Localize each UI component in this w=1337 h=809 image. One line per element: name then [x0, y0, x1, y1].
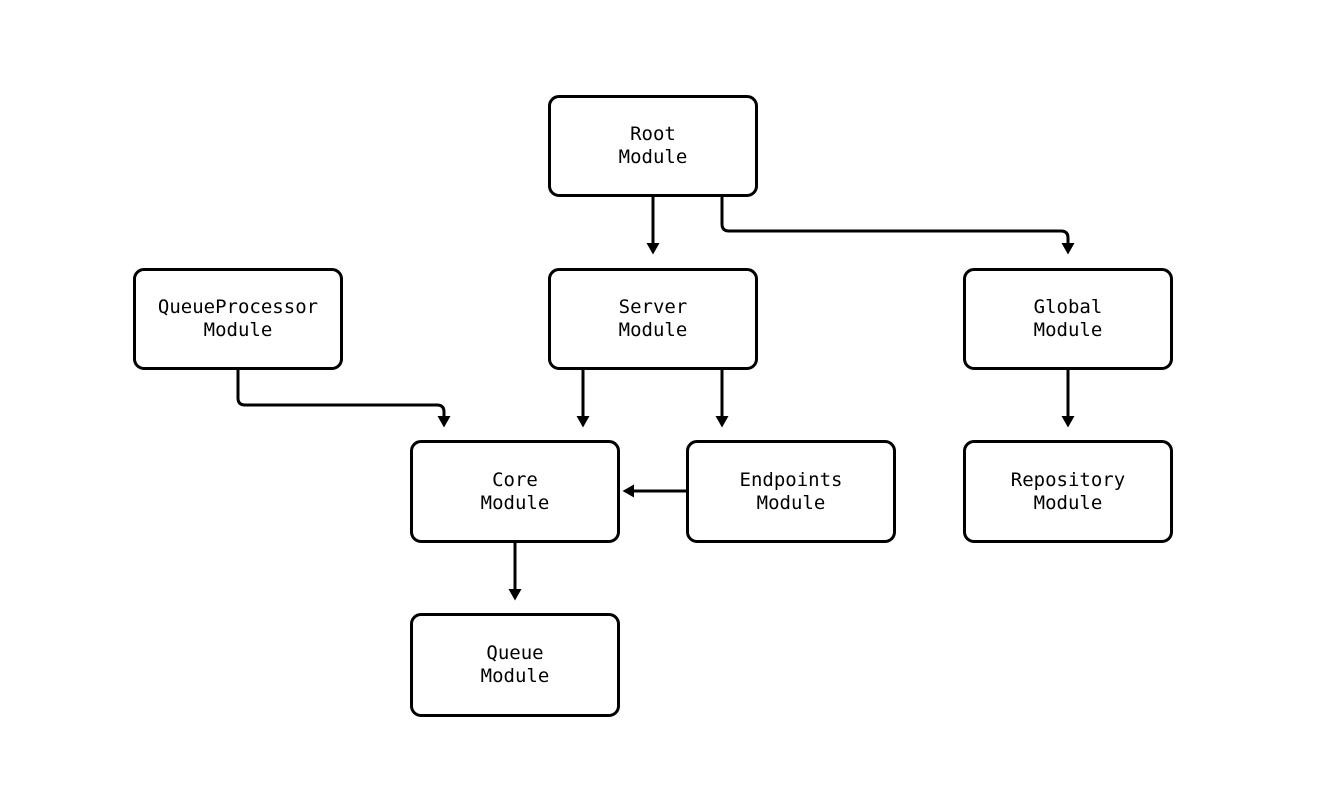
node-queueprocessor-module[interactable]: QueueProcessor Module	[133, 268, 343, 370]
edge-core-to-queue	[508, 543, 522, 601]
edge-queueprocessor-to-core	[236, 370, 451, 428]
node-server-module-label: Server Module	[618, 296, 688, 341]
edge-endpoints-to-core	[622, 484, 686, 498]
edge-root-to-global	[720, 197, 1075, 255]
edge-server-to-endpoints	[715, 370, 729, 428]
node-endpoints-module-label: Endpoints Module	[739, 468, 843, 514]
node-global-module[interactable]: Global Module	[963, 268, 1173, 370]
node-queue-module[interactable]: Queue Module	[410, 613, 620, 717]
node-endpoints-module[interactable]: Endpoints Module	[686, 440, 896, 543]
node-core-module-label: Core Module	[480, 468, 550, 514]
node-repository-module-label: Repository Module	[1010, 468, 1126, 514]
edge-root-to-server	[646, 197, 660, 255]
node-server-module[interactable]: Server Module	[548, 268, 758, 370]
node-queueprocessor-module-label: QueueProcessor Module	[157, 296, 319, 341]
edge-server-to-core	[576, 370, 590, 428]
edge-global-to-repository	[1061, 370, 1075, 428]
node-core-module[interactable]: Core Module	[410, 440, 620, 543]
node-root-module[interactable]: Root Module	[548, 95, 758, 197]
node-global-module-label: Global Module	[1033, 296, 1103, 341]
node-queue-module-label: Queue Module	[480, 642, 550, 687]
node-repository-module[interactable]: Repository Module	[963, 440, 1173, 543]
node-root-module-label: Root Module	[618, 123, 688, 168]
